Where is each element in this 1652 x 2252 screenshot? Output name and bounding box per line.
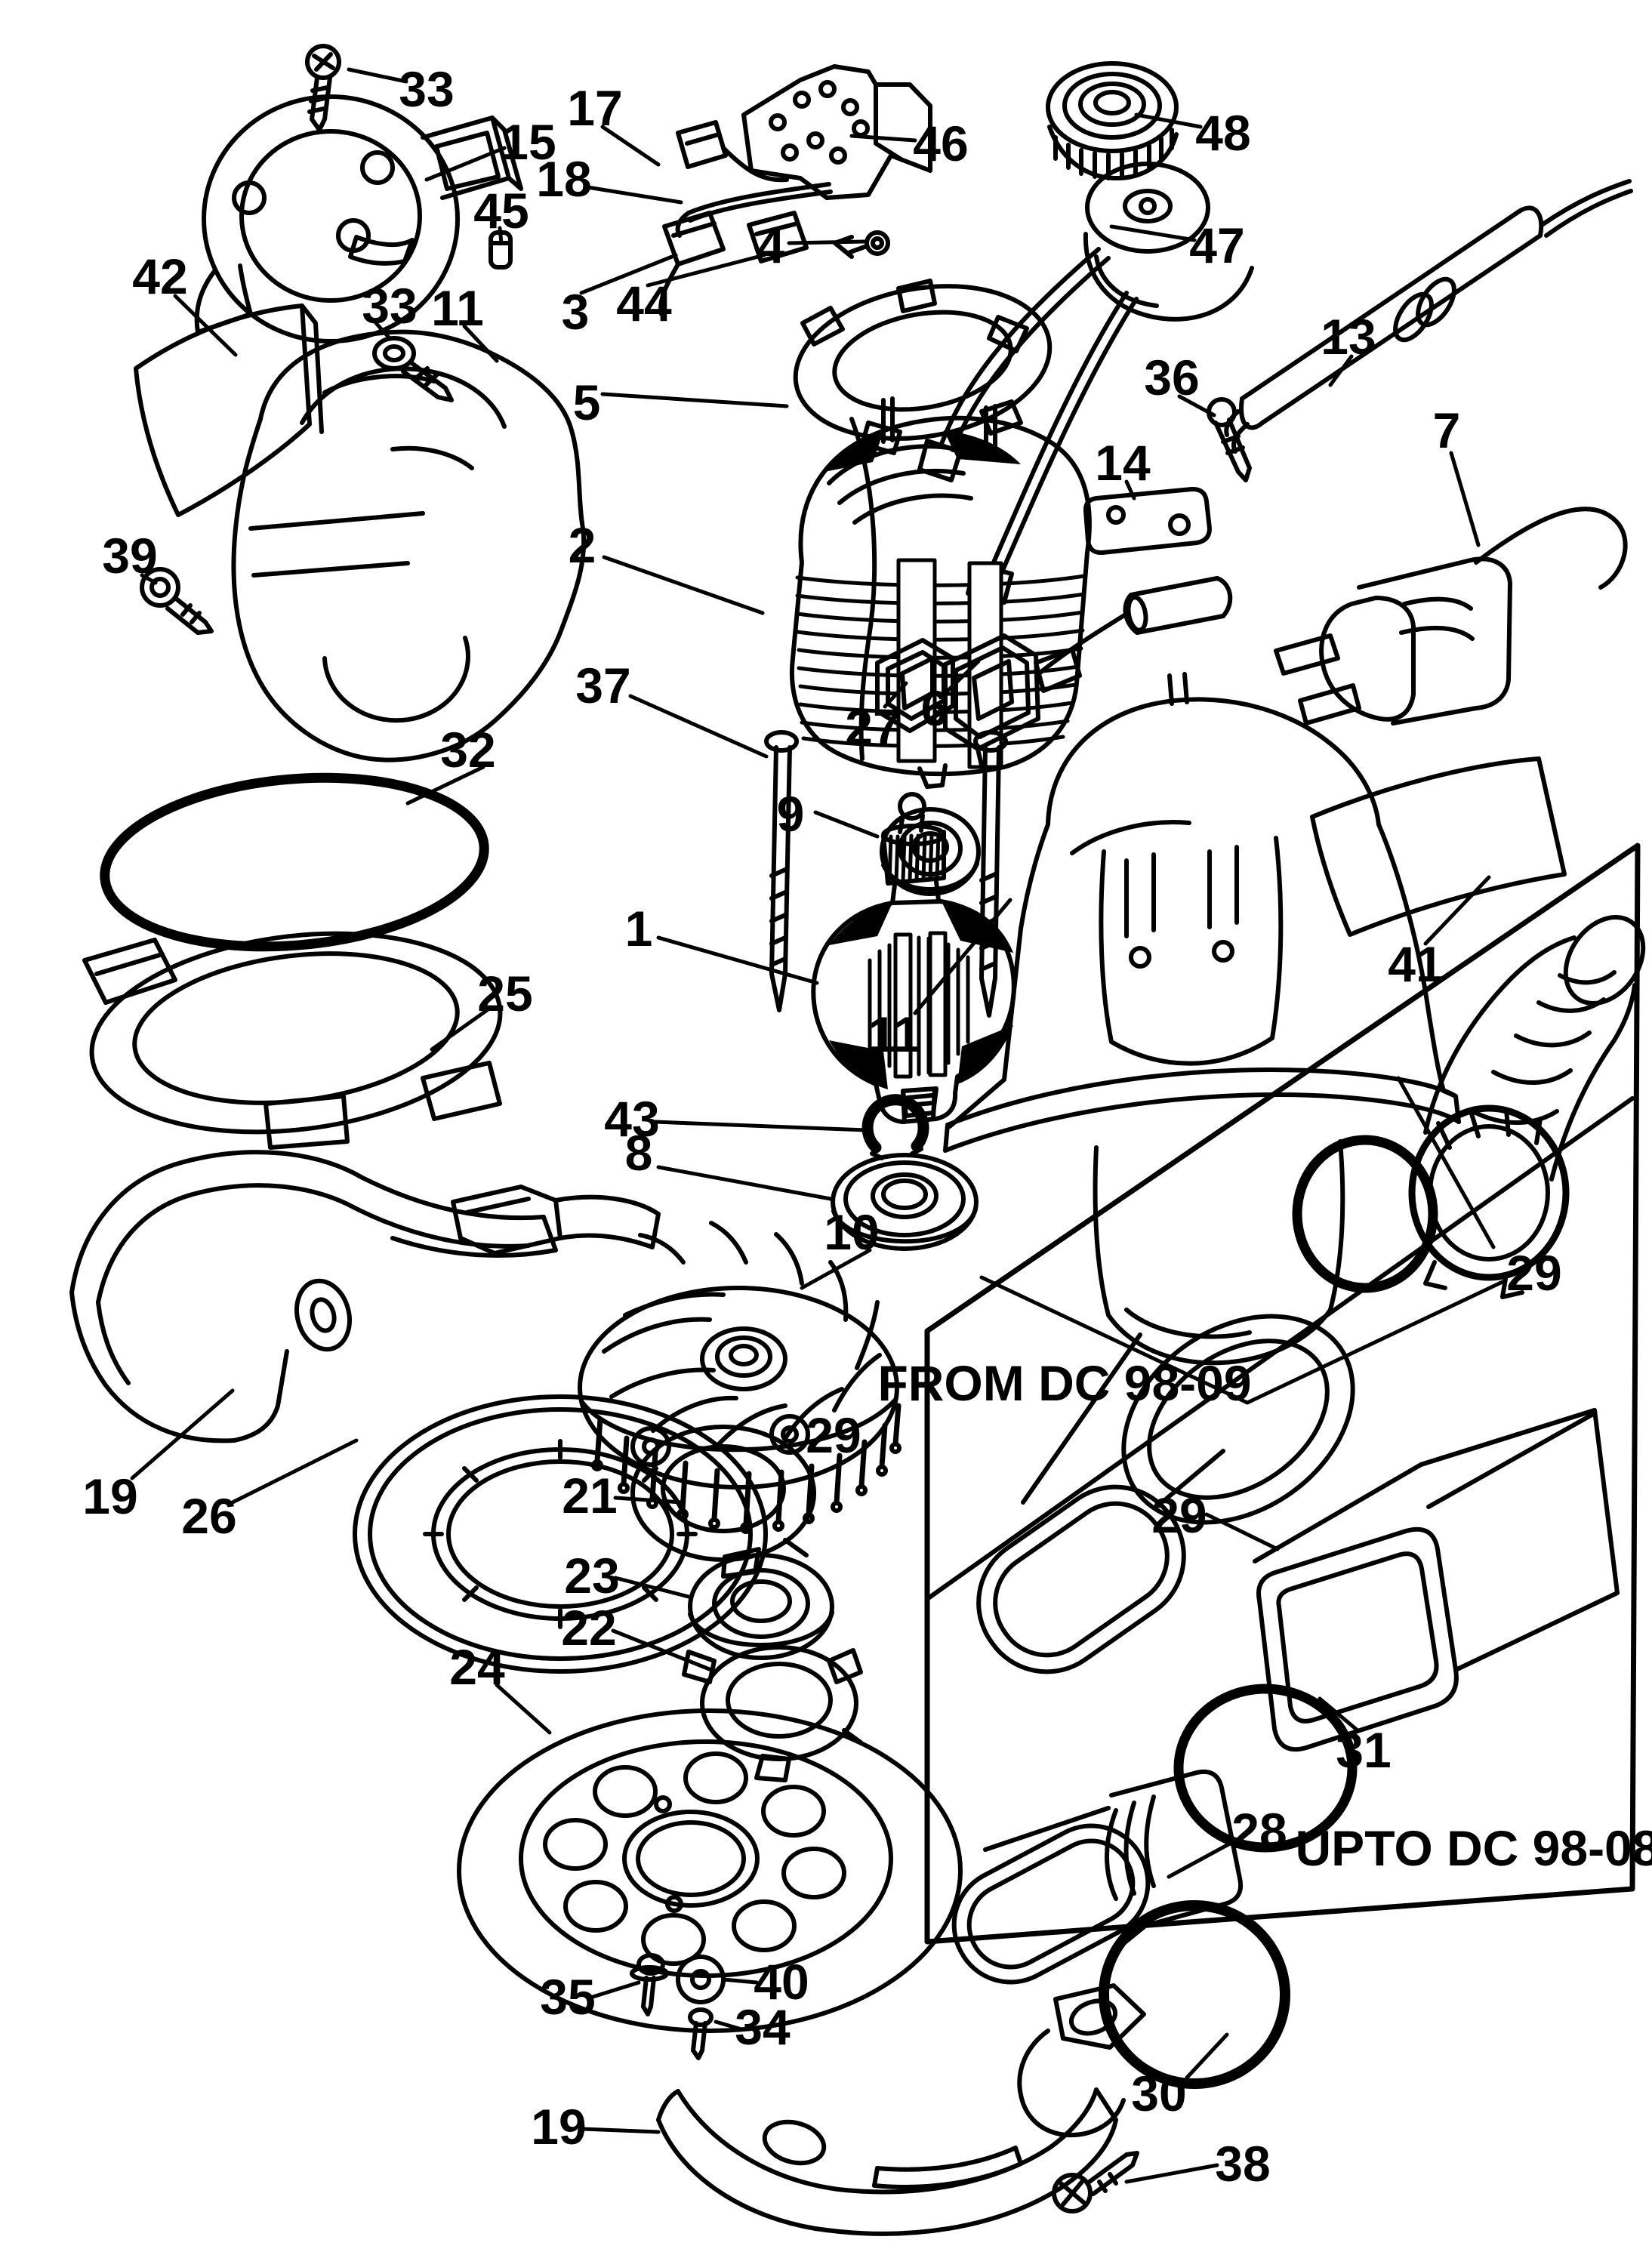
part-label-5: 5 xyxy=(573,374,601,430)
part-label-1: 1 xyxy=(625,901,653,957)
brush-3 xyxy=(658,211,726,316)
part-label-32: 32 xyxy=(440,722,495,778)
part-label-47: 47 xyxy=(1189,217,1244,273)
cord-protector-13 xyxy=(1224,179,1633,454)
part-label-33-mid: 33 xyxy=(362,278,417,334)
part-label-26: 26 xyxy=(181,1488,236,1544)
dust-seal-42 xyxy=(134,303,324,517)
part-label-33-top: 33 xyxy=(399,61,454,117)
part-label-from-version: FROM DC 98-09 xyxy=(877,1355,1251,1411)
screw-35 xyxy=(630,1953,669,2016)
part-label-27: 27 xyxy=(845,699,900,755)
part-label-2: 2 xyxy=(569,517,596,573)
part-label-30: 30 xyxy=(1131,2066,1186,2121)
part-label-21: 21 xyxy=(562,1468,617,1523)
part-label-31: 31 xyxy=(1336,1722,1391,1778)
part-label-24: 24 xyxy=(449,1639,505,1695)
part-label-23: 23 xyxy=(564,1548,619,1604)
shroud-19-bottom xyxy=(656,1983,1146,2236)
retainer-ring-25 xyxy=(82,931,503,1150)
part-label-40: 40 xyxy=(754,1954,809,2010)
part-label-11-mid: 11 xyxy=(868,1006,921,1062)
cord-clamp-14 xyxy=(1035,486,1233,677)
part-label-14: 14 xyxy=(1095,435,1151,491)
part-label-45: 45 xyxy=(473,183,529,239)
part-label-7: 7 xyxy=(1433,402,1461,458)
bracket-29-group xyxy=(979,1076,1505,1405)
o-ring-31 xyxy=(1173,1684,1358,1853)
corrugated-hose-from xyxy=(1423,915,1646,1181)
part-label-13: 13 xyxy=(1321,309,1376,365)
part-label-19-left: 19 xyxy=(82,1468,137,1524)
part-label-43: 43 xyxy=(604,1091,659,1147)
part-label-37: 37 xyxy=(575,658,630,713)
power-plug-7 xyxy=(1274,507,1628,726)
part-label-29-main: 29 xyxy=(806,1407,861,1463)
o-ring-32 xyxy=(100,772,489,952)
part-label-34: 34 xyxy=(735,1999,791,2055)
lead-wire-17 xyxy=(676,120,789,183)
part-label-11-top: 11 xyxy=(431,280,484,336)
circuit-board-46 xyxy=(741,64,932,200)
armature-1 xyxy=(811,792,1016,1124)
part-label-42: 42 xyxy=(132,248,187,304)
retaining-ring-43 xyxy=(861,1094,929,1160)
part-label-8: 8 xyxy=(625,1125,653,1181)
brush-44 xyxy=(747,211,809,263)
part-label-39: 39 xyxy=(102,528,157,584)
screw-39 xyxy=(140,567,214,635)
part-label-41: 41 xyxy=(1388,936,1443,992)
part-label-36: 36 xyxy=(1144,350,1199,405)
retainer-ring-22 xyxy=(682,1645,863,1782)
screws-37 xyxy=(764,730,1008,1018)
part-label-25: 25 xyxy=(477,966,532,1021)
part-label-10: 10 xyxy=(824,1204,879,1260)
part-label-9: 9 xyxy=(777,786,805,842)
screw-36 xyxy=(1207,397,1252,482)
part-label-3: 3 xyxy=(562,284,590,340)
part-label-29-hose: 29 xyxy=(1506,1245,1561,1301)
part-label-17: 17 xyxy=(567,80,622,136)
part-label-38: 38 xyxy=(1215,2136,1270,2192)
bearing-23 xyxy=(688,1553,834,1660)
part-label-upto-version: UPTO DC 98-08 xyxy=(1296,1820,1652,1876)
part-label-6: 6 xyxy=(921,680,949,736)
seal-ring-26 xyxy=(353,1394,768,1674)
screw-33-top xyxy=(305,44,341,132)
bearing-8 xyxy=(831,1153,979,1251)
dial-knob-48 xyxy=(1046,61,1179,181)
platen-pad-24 xyxy=(457,1708,963,2033)
shroud-19-left xyxy=(69,1150,661,1443)
fan-10 xyxy=(578,1221,902,1534)
leader-lines xyxy=(130,67,1491,2184)
part-label-44: 44 xyxy=(616,276,672,331)
part-label-15: 15 xyxy=(501,114,556,170)
washer-40 xyxy=(676,1955,726,2004)
switch-6 xyxy=(943,633,1082,768)
screw-34 xyxy=(688,2007,714,2060)
hose-clamp-from xyxy=(1408,1104,1570,1299)
terminal-4 xyxy=(833,230,890,259)
part-label-46: 46 xyxy=(913,116,968,171)
gear-housing-11-top xyxy=(231,329,587,762)
o-ring-30 xyxy=(1099,1900,1290,2089)
hose-adapter-from xyxy=(976,1314,1355,1674)
part-label-18: 18 xyxy=(536,151,591,207)
part-label-19-bottom: 19 xyxy=(531,2099,586,2155)
part-label-35: 35 xyxy=(540,1969,595,2025)
part-label-22: 22 xyxy=(561,1600,616,1656)
screw-38 xyxy=(1052,2151,1139,2213)
part-label-29-sleeve: 29 xyxy=(1151,1487,1207,1543)
part-label-48: 48 xyxy=(1195,105,1250,161)
inset-box xyxy=(924,843,1641,1945)
part-label-4: 4 xyxy=(757,217,785,273)
label-sheet-41 xyxy=(1310,756,1567,937)
part-label-28: 28 xyxy=(1231,1803,1287,1859)
dust-sleeve-29-upto xyxy=(1253,1408,1620,1752)
